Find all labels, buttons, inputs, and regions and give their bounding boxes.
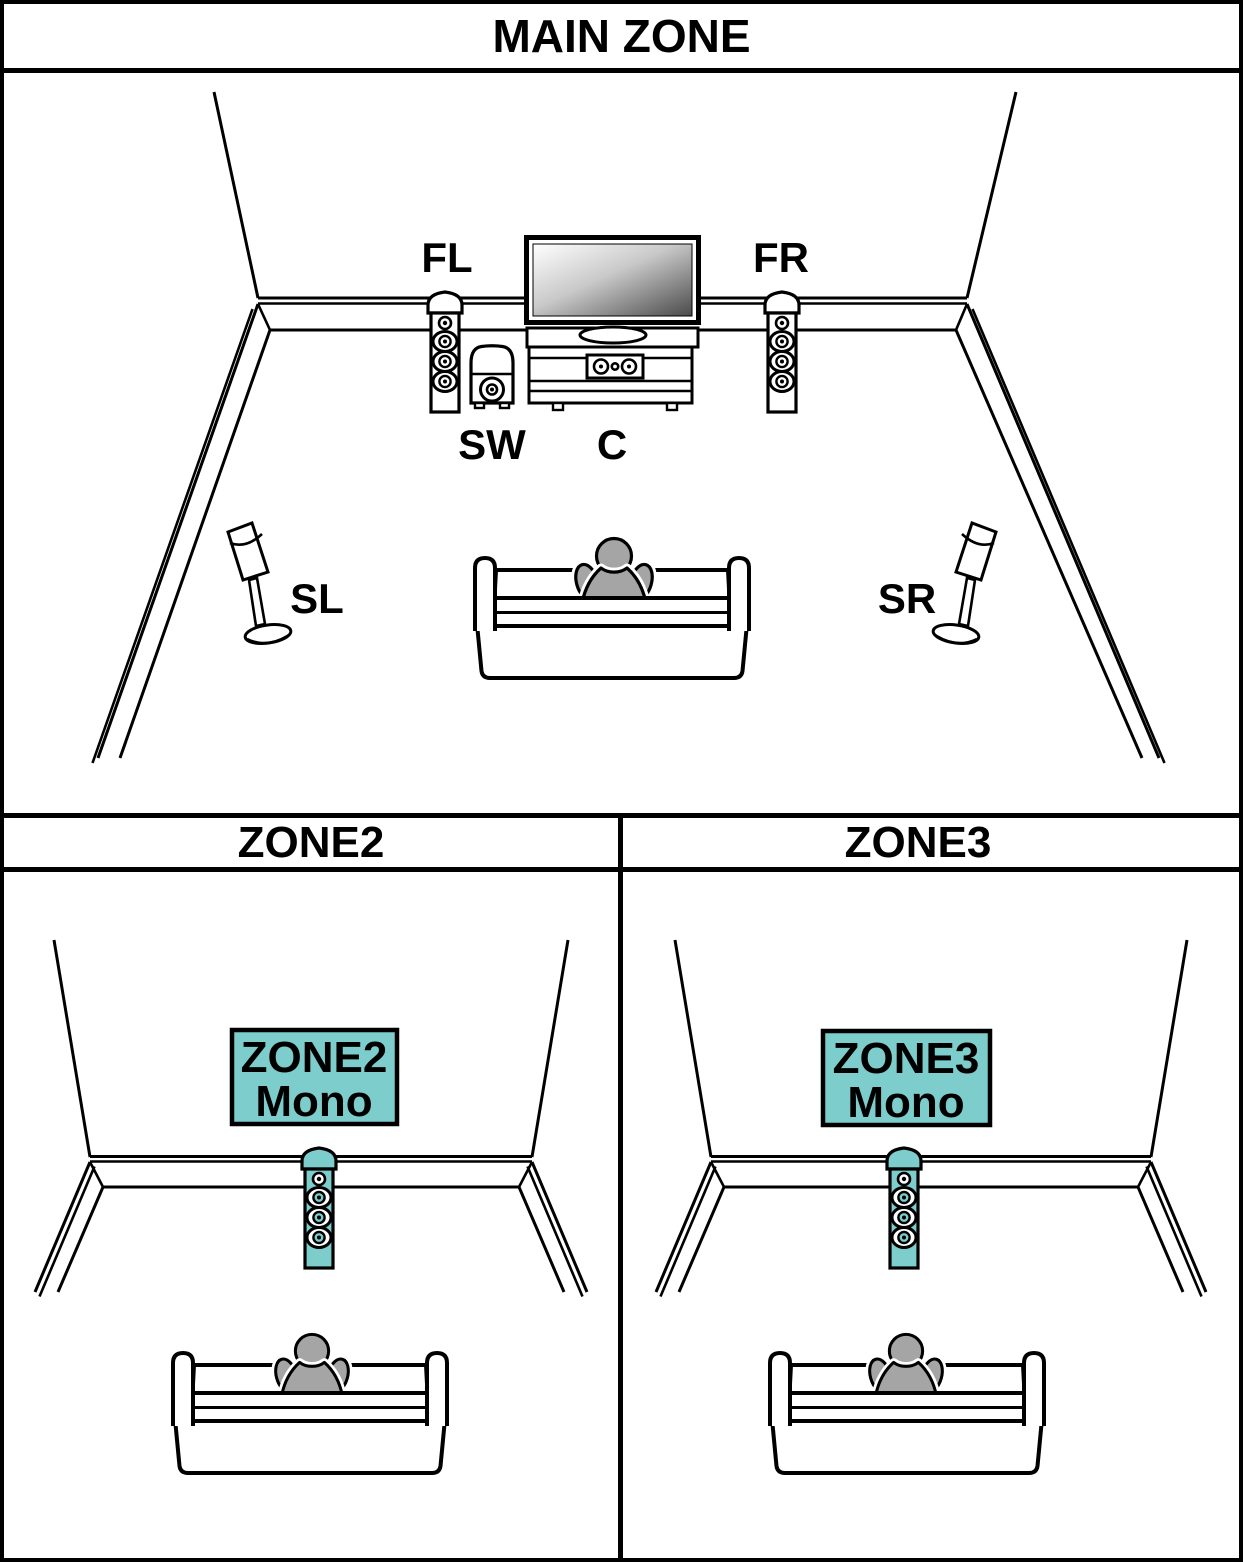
- subwoofer: [469, 344, 515, 410]
- zone3-mono-box-line2: Mono: [847, 1078, 964, 1127]
- surround-left-speaker: [226, 521, 293, 645]
- zone2-mono-box-line1: ZONE2: [241, 1033, 388, 1082]
- center-speaker: [585, 353, 645, 380]
- subwoofer-label: SW: [458, 421, 526, 468]
- zone2-mono-box: [229, 1027, 400, 1127]
- zone3-sofa: [768, 1334, 1046, 1475]
- front-right-speaker-label: FR: [753, 234, 809, 281]
- listener-person: [572, 539, 656, 604]
- zone2-title: ZONE2: [237, 817, 385, 867]
- surround-right-speaker: [931, 521, 998, 645]
- surround-left-speaker-label: SL: [290, 575, 344, 622]
- zone3-mono-box: [820, 1028, 993, 1128]
- front-left-speaker: [426, 290, 464, 414]
- zone3-room-walls: [654, 939, 1208, 1298]
- tv-screen: [532, 243, 693, 317]
- zone3-mono-speaker: [885, 1146, 923, 1270]
- surround-right-speaker-label: SR: [878, 575, 936, 622]
- main-zone-drawing: FL FR SW C SL SR: [91, 91, 1166, 764]
- front-left-speaker-label: FL: [421, 234, 472, 281]
- zone2-person: [272, 1334, 352, 1395]
- tv-stand-foot: [578, 325, 648, 345]
- main-sofa: [473, 539, 751, 680]
- zone3-title: ZONE3: [844, 817, 992, 867]
- main-zone-title: MAIN ZONE: [492, 10, 751, 62]
- center-speaker-label: C: [597, 421, 627, 468]
- zone2-sofa: [171, 1334, 449, 1475]
- zone2-drawing: ZONE2 Mono: [33, 939, 589, 1475]
- main-zone-header-divider: [4, 68, 1239, 73]
- tv: [524, 235, 701, 412]
- zone3-person: [866, 1334, 946, 1395]
- zone2-mono-box-line2: Mono: [255, 1077, 372, 1126]
- zone3-drawing: ZONE3 Mono: [654, 939, 1208, 1475]
- main-room-walls: [91, 91, 1166, 764]
- front-right-speaker: [763, 290, 801, 414]
- zone-divider: [618, 813, 623, 1558]
- zone2-mono-speaker: [300, 1146, 338, 1270]
- zone3-mono-box-line1: ZONE3: [833, 1034, 980, 1083]
